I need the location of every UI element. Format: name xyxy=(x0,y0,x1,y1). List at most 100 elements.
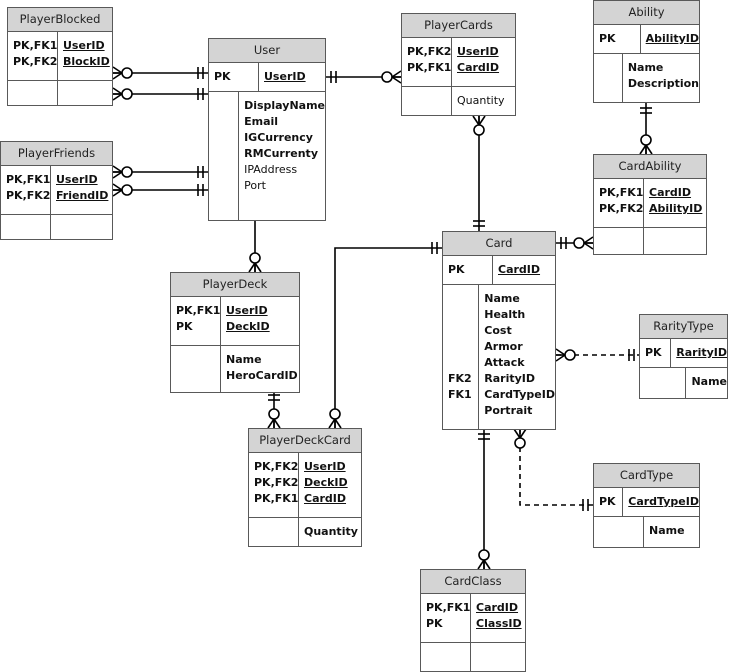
zero-marker xyxy=(564,349,576,361)
entity-title: PlayerCards xyxy=(402,14,515,38)
rel-card-playerdeckcard xyxy=(334,247,442,428)
key-label: PK,FK1 xyxy=(426,601,471,614)
entity-title: PlayerFriends xyxy=(1,142,112,166)
field-column: AbilityID xyxy=(641,25,699,53)
field-column: CardID xyxy=(493,256,555,284)
field-column: Name xyxy=(686,368,727,398)
many-marker xyxy=(483,559,491,570)
attribute-section xyxy=(594,228,706,254)
key-label: PK,FK2 xyxy=(254,476,299,489)
many-marker xyxy=(112,66,123,74)
key-label: PK xyxy=(426,617,443,630)
key-column xyxy=(171,346,221,392)
field-column xyxy=(644,228,706,254)
key-label xyxy=(407,93,451,109)
attribute-section: Name xyxy=(640,368,727,398)
attribute-section: Name xyxy=(594,517,699,547)
key-label xyxy=(214,98,238,114)
attribute-section xyxy=(8,81,112,105)
key-label: PK,FK1 xyxy=(254,492,299,505)
pk-field: UserID xyxy=(63,39,105,52)
key-label: PK,FK2 xyxy=(6,189,51,202)
key-label xyxy=(448,355,478,371)
entity-title: Ability xyxy=(594,1,699,25)
many-marker xyxy=(555,354,566,362)
entity-title: PlayerBlocked xyxy=(8,8,112,32)
field-column: UserID CardID xyxy=(452,38,515,86)
attribute-section: Quantity xyxy=(249,518,361,546)
pk-field: AbilityID xyxy=(649,202,703,215)
pk-field: UserID xyxy=(457,45,499,58)
key-label xyxy=(254,524,298,540)
primary-key-section: PK AbilityID xyxy=(594,25,699,54)
many-marker xyxy=(519,428,527,439)
attribute-field: Name xyxy=(691,375,727,388)
many-marker xyxy=(267,418,275,429)
key-column xyxy=(402,87,452,115)
key-column xyxy=(8,81,58,105)
pk-field: CardID xyxy=(457,61,500,74)
field-column xyxy=(58,81,112,105)
attribute-field: DisplayName xyxy=(244,99,325,112)
entity-title: CardType xyxy=(594,464,699,488)
many-marker xyxy=(583,242,594,250)
attribute-field: Cost xyxy=(484,324,512,337)
attribute-field: Portrait xyxy=(484,404,533,417)
many-marker xyxy=(273,418,281,429)
pk-field: UserID xyxy=(56,173,98,186)
pk-field: RarityID xyxy=(676,346,727,359)
many-marker xyxy=(391,70,402,78)
key-label xyxy=(176,352,220,368)
key-column: PK xyxy=(443,256,493,284)
zero-marker xyxy=(121,184,133,196)
many-marker xyxy=(112,189,123,197)
attribute-field: RarityID xyxy=(484,372,536,385)
attribute-field: Armor xyxy=(484,340,523,353)
attribute-field: Attack xyxy=(484,356,525,369)
many-marker xyxy=(254,262,262,273)
attribute-field: Health xyxy=(484,308,526,321)
key-label: FK1 xyxy=(448,388,472,401)
key-label xyxy=(214,146,238,162)
attribute-field: Name xyxy=(627,61,664,74)
key-label xyxy=(448,307,478,323)
key-column xyxy=(1,215,51,239)
pk-field: CardID xyxy=(498,263,541,276)
attribute-field: Quantity xyxy=(304,525,358,538)
zero-marker xyxy=(121,166,133,178)
key-label xyxy=(214,178,238,194)
key-label: PK xyxy=(599,32,616,45)
key-label: PK,FK1 xyxy=(13,39,58,52)
zero-marker xyxy=(249,252,261,264)
many-marker xyxy=(112,165,123,173)
field-column xyxy=(471,643,525,671)
field-column: Name xyxy=(644,517,699,547)
